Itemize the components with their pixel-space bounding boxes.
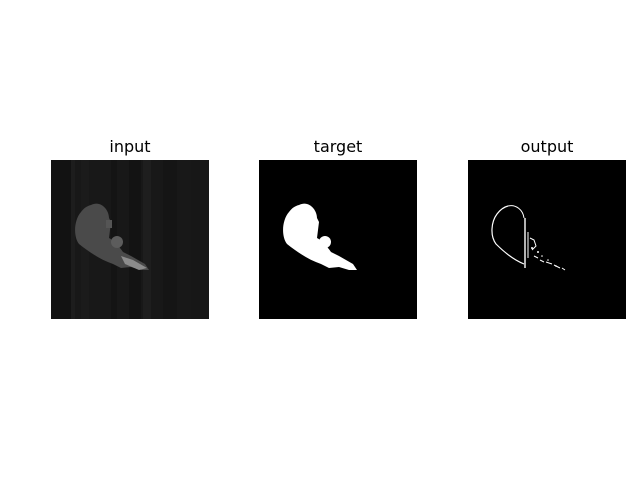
output-image [468, 160, 626, 319]
panel-title-input: input [109, 137, 151, 156]
target-image [259, 160, 417, 319]
panel-title-output: output [520, 137, 574, 156]
input-image [51, 160, 209, 319]
panel-title-target: target [313, 137, 363, 156]
